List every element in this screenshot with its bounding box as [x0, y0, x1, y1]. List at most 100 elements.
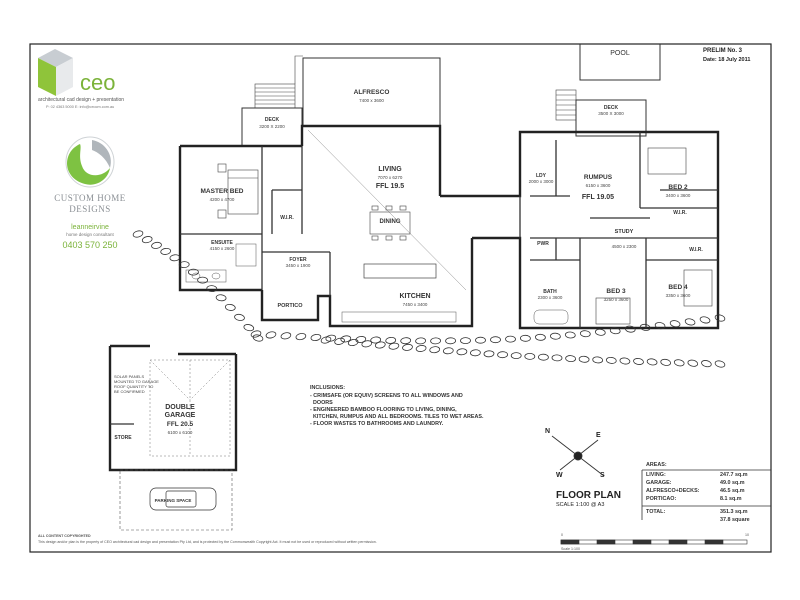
- room-bed-4-dim: 3350 x 3600: [665, 293, 691, 298]
- room-dining: DINING: [379, 219, 401, 225]
- room-rumpus: RUMPUS: [583, 174, 613, 181]
- room-foyer-dim: 3450 x 1900: [285, 263, 311, 268]
- leanne-irvine: leanneirvine: [71, 224, 109, 231]
- scale-zero: 0: [561, 533, 563, 537]
- bedroom-beds-icon: [595, 147, 713, 325]
- room-deck-right: DECK: [603, 105, 619, 111]
- leanne-subtitle: home design consultant: [66, 232, 114, 237]
- room-master-bed-dim: 4200 x 4700: [209, 197, 235, 202]
- room-bath: BATH: [543, 289, 557, 295]
- areas-heading: AREAS:: [646, 462, 667, 468]
- room-rumpus-ffl: FFL 19.05: [581, 194, 615, 201]
- garage-dim: 6100 x 6100: [167, 430, 193, 435]
- room-bath-dim: 2300 x 3600: [537, 295, 563, 300]
- dining-table-icon: [369, 205, 411, 241]
- room-powder: PWR: [537, 241, 549, 247]
- area-portico-label: PORTICAO:: [646, 496, 677, 502]
- compass-icon: [551, 435, 605, 477]
- inclusions-line-3: - ENGINEERED BAMBOO FLOORING TO LIVING, …: [310, 407, 457, 413]
- solar-panels-note: SOLAR PANELS MOUNTED TO GARAGE ROOF QUAN…: [114, 374, 159, 394]
- inclusions-line-1: - CRIMSAFE (OR EQUIV) SCREENS TO ALL WIN…: [310, 393, 463, 399]
- master-bed-icon: [217, 163, 259, 219]
- compass-east: E: [596, 432, 601, 439]
- room-living: LIVING: [378, 166, 402, 173]
- room-rumpus-dim: 6150 x 3600: [585, 183, 611, 188]
- drawing-scale: SCALE 1:100 @ A3: [556, 502, 605, 508]
- room-master-bed: MASTER BED: [200, 188, 244, 195]
- sheet-date: Date: 18 July 2011: [703, 57, 751, 63]
- area-total-label: TOTAL:: [646, 509, 666, 515]
- room-pool: POOL: [610, 50, 630, 57]
- area-portico-value: 8.1 sq.m: [720, 496, 742, 502]
- kitchen-bench-icon: [341, 311, 457, 323]
- inclusions-line-2: DOORS: [310, 400, 333, 406]
- title-block: [641, 469, 771, 520]
- room-kitchen-dim: 7450 x 3400: [402, 302, 428, 307]
- area-living-value: 247.7 sq.m: [720, 472, 748, 478]
- stairs-left: [254, 55, 303, 109]
- ensuite-fixtures-icon: [185, 243, 257, 283]
- room-ensuite: ENSUITE: [211, 240, 233, 246]
- room-study: STUDY: [614, 229, 634, 235]
- interior-walls: [180, 132, 718, 328]
- room-bed-3: BED 3: [606, 288, 626, 295]
- inclusions-title: INCLUSIONS:: [310, 385, 346, 391]
- area-alfresco-label: ALFRESCO+DECKS:: [646, 488, 700, 494]
- sheet-border: [29, 43, 772, 553]
- drawing-title: FLOOR PLAN: [556, 490, 621, 501]
- pool-outline: [579, 44, 661, 81]
- custom-home-line1: CUSTOM HOME: [54, 193, 126, 203]
- scale-label: Scale 1:100: [561, 547, 580, 551]
- ceo-contact: P: 02 4363 5000 E: info@ceocm.com.au: [46, 105, 115, 109]
- room-alfresco-dim: 7400 x 3600: [359, 98, 384, 103]
- scale-ten: 10: [745, 533, 749, 537]
- room-living-dim: 7070 x 6270: [377, 175, 403, 180]
- room-portico: PORTICO: [277, 303, 303, 309]
- ceo-brand: ceo: [80, 70, 116, 95]
- stepping-stones: [132, 230, 726, 368]
- parking-space-outline: [119, 469, 233, 531]
- custom-home-designs-logo-icon: [65, 136, 115, 188]
- room-deck-right-dim: 3500 X 3000: [598, 111, 624, 116]
- deck-right-outline: [575, 99, 647, 137]
- area-squares: 37.8 square: [720, 517, 750, 523]
- room-alfresco: ALFRESCO: [353, 89, 390, 96]
- designer-phone: 0403 570 250: [62, 240, 118, 250]
- room-store: STORE: [114, 435, 132, 441]
- ceo-tagline: architectural cad design + presentation: [38, 97, 125, 103]
- room-ldy: LDY: [536, 173, 546, 179]
- room-wir-bed4: W.I.R.: [689, 247, 703, 253]
- room-ldy-dim: 2000 x 3000: [528, 179, 554, 184]
- area-total-value: 351.3 sq.m: [720, 509, 748, 515]
- ceo-logo-icon: [38, 49, 73, 96]
- compass-north: N: [545, 428, 551, 435]
- copyright-text: This design and/or plan is the property …: [38, 540, 377, 544]
- custom-home-line2: DESIGNS: [69, 204, 111, 214]
- scale-bar: [560, 539, 748, 545]
- room-bed-2-dim: 3400 x 3600: [665, 193, 691, 198]
- copyright-title: ALL CONTENT COPYRIGHTED: [38, 534, 91, 538]
- kitchen-island-icon: [363, 263, 437, 279]
- room-wir-bed2: W.I.R.: [673, 210, 687, 216]
- compass-south: S: [600, 472, 605, 479]
- car-icon: [149, 487, 217, 511]
- room-wir-master: W.I.R.: [280, 215, 294, 221]
- area-living-label: LIVING:: [646, 472, 666, 478]
- parking-space-label: PARKING SPACE: [154, 498, 192, 503]
- compass-west: W: [556, 472, 563, 479]
- room-study-dim: 4500 x 2300: [611, 244, 637, 249]
- inclusions-line-5: - FLOOR WASTES TO BATHROOMS AND LAUNDRY.: [310, 421, 444, 427]
- prelim-number: PRELIM No. 3: [703, 48, 743, 54]
- garage-label-line2: GARAGE: [164, 412, 196, 419]
- room-deck-left-dim: 3200 X 2200: [259, 124, 285, 129]
- garage-ffl: FFL 20.5: [166, 421, 194, 428]
- solar-panel-area: [149, 359, 231, 457]
- room-bed-4: BED 4: [668, 284, 688, 291]
- room-living-ffl: FFL 19.5: [375, 183, 405, 190]
- room-kitchen: KITCHEN: [399, 293, 431, 300]
- stairs-right: [555, 89, 577, 121]
- main-wing-walls: [178, 124, 720, 330]
- inclusions-line-4: KITCHEN, RUMPUS AND ALL BEDROOMS. TILES …: [310, 414, 484, 420]
- room-foyer: FOYER: [289, 257, 307, 263]
